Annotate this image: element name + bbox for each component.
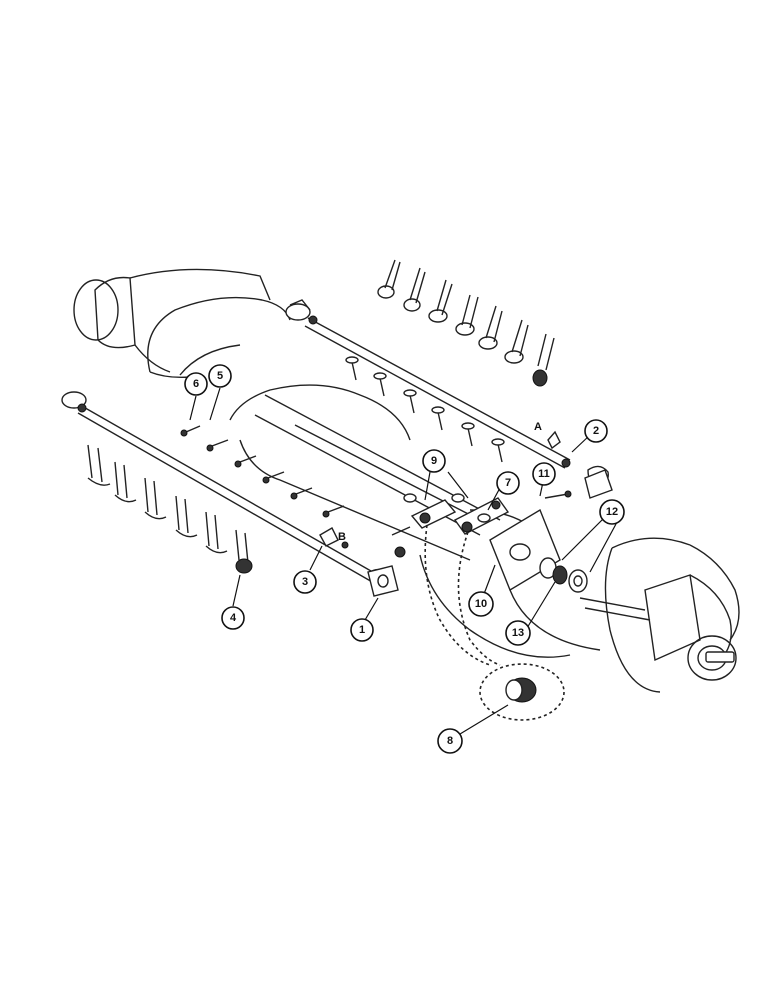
svg-text:2: 2: [593, 425, 599, 437]
letter-b: B: [338, 531, 346, 543]
callout-5: 5: [208, 364, 232, 388]
bearing-assembly: [539, 557, 588, 593]
auger-flight-middle: [179, 344, 411, 441]
svg-text:12: 12: [606, 506, 618, 518]
lower-crank-shaft: [61, 391, 391, 593]
callout-6: 6: [184, 372, 208, 396]
callout-7: 7: [496, 471, 520, 495]
svg-text:13: 13: [512, 627, 524, 639]
svg-text:10: 10: [475, 598, 487, 610]
callout-1: 1: [350, 618, 374, 642]
callout-4: 4: [221, 606, 245, 630]
left-flange-bearing: [367, 565, 399, 597]
svg-text:3: 3: [302, 576, 308, 588]
callout-2: 2: [584, 419, 608, 443]
lower-bolts: [180, 425, 345, 518]
svg-text:4: 4: [230, 612, 237, 624]
svg-text:11: 11: [538, 468, 550, 480]
crank-arms: [391, 493, 510, 558]
svg-text:7: 7: [505, 477, 511, 489]
left-auger-hub: [73, 268, 271, 373]
callout-9: 9: [422, 449, 446, 473]
callout-13: 13: [505, 620, 531, 646]
callout-11: 11: [532, 462, 556, 486]
right-disc: [604, 537, 740, 693]
callout-12: 12: [599, 499, 625, 525]
upper-tines: [377, 259, 555, 387]
svg-text:6: 6: [193, 378, 199, 390]
right-flange-bearing: [584, 469, 613, 499]
svg-text:8: 8: [447, 735, 453, 747]
callout-10: 10: [468, 591, 494, 617]
roller-detail: [479, 663, 565, 721]
drum-tube: [239, 394, 501, 561]
bolt-11: [544, 490, 572, 499]
upper-bolts: [345, 356, 505, 463]
svg-text:1: 1: [359, 624, 365, 636]
callout-3: 3: [293, 570, 317, 594]
svg-text:5: 5: [217, 370, 223, 382]
letter-a: A: [534, 421, 542, 433]
svg-text:9: 9: [431, 455, 437, 467]
lower-tines: [87, 444, 253, 574]
upper-crank-shaft: [285, 299, 609, 489]
callout-8: 8: [437, 728, 463, 754]
right-hub-housing: [579, 574, 737, 681]
detail-lines: [424, 524, 501, 666]
